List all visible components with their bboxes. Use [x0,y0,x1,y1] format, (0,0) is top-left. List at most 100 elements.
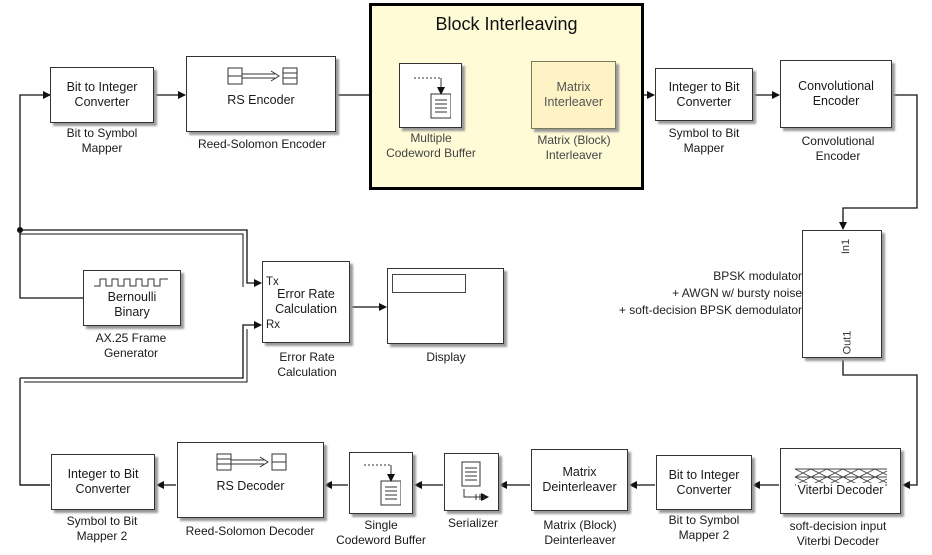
block-label: Converter [74,95,130,109]
block-label: RS Encoder [227,92,295,107]
convolutional-encoder-caption: Convolutional Encoder [802,134,875,164]
rs-encoder-icon [227,67,298,85]
integer-to-bit-block[interactable]: Integer to Bit Converter [655,68,753,121]
viterbi-caption: soft-decision input Viterbi Decoder [790,519,887,549]
ax25-caption: AX.25 Frame Generator [96,331,167,361]
block-label: Error Rate [277,287,335,301]
block-label: Integer to Bit [67,467,139,481]
caption-line: Bit to Symbol [66,126,138,140]
block-label: Encoder [812,94,860,108]
caption-line: Deinterleaver [544,533,616,547]
bit-to-integer-block[interactable]: Bit to Integer Converter [50,67,154,123]
block-label: RS Decoder [216,478,285,493]
serializer-caption: Serializer [447,516,499,530]
block-label: Convolutional [798,79,874,93]
single-buffer-caption: Single Codeword Buffer [336,518,426,548]
serializer-block[interactable] [444,453,499,511]
caption-line: Interleaver [545,148,603,162]
port-rx-label: Rx [266,319,281,331]
caption-line: Symbol to Bit [668,126,740,140]
description-line: + soft-decision BPSK demodulator [618,303,802,317]
block-label: Bit to Integer [66,80,138,94]
matrix-interleaver-block[interactable]: Matrix Interleaver [531,61,616,129]
description-line: BPSK modulator [713,269,802,283]
wire [24,329,248,383]
caption-line: Mapper [81,141,123,155]
wire [20,321,262,379]
caption-line: Mapper 2 [76,529,128,543]
wire [842,360,918,489]
block-label: Bernoulli [107,290,157,304]
caption-line: Codeword Buffer [386,146,476,160]
matrix-interleaver-caption: Matrix (Block) Interleaver [537,133,610,163]
block-label: Matrix [562,465,597,479]
caption-line: Bit to Symbol [668,513,740,527]
block-label: Bit to Integer [668,467,740,482]
buffer-icon [413,77,451,118]
pulse-train-icon [94,278,168,287]
wire [839,94,918,230]
wire [19,378,50,486]
block-label: Matrix [556,80,591,94]
block-label: Binary [114,305,150,319]
integer-to-bit-2-block[interactable]: Integer to Bit Converter [51,454,155,510]
block-label: Calculation [275,302,337,316]
caption-line: Mapper 2 [678,528,730,542]
block-label: Interleaver [543,95,604,109]
bernoulli-binary-block[interactable]: Bernoulli Binary [83,270,181,326]
caption-line: Symbol to Bit [66,514,138,528]
block-label: Converter [676,94,732,109]
block-label: Converter [676,482,732,497]
symbol-to-bit-caption: Symbol to Bit Mapper [669,126,740,156]
block-label: Converter [75,482,131,496]
port-tx-label: Tx [266,276,279,288]
caption-line: Error Rate [279,350,335,364]
single-codeword-buffer-block[interactable] [349,452,413,514]
block-label: Integer to Bit [668,79,740,94]
caption-line: Calculation [277,365,337,379]
caption-line: Convolutional [801,134,875,148]
multiple-codeword-buffer-block[interactable] [399,63,462,128]
wire [20,229,262,287]
caption-line: Mapper [683,141,725,155]
caption-line: Generator [103,346,159,360]
display-block[interactable] [387,268,504,344]
description-line: + AWGN w/ bursty noise [672,286,802,300]
branch-point [17,227,23,233]
reed-solomon-encoder-caption: Reed-Solomon Encoder [197,137,327,151]
rs-decoder-icon [216,453,287,471]
multiple-buffer-caption: Multiple Codeword Buffer [386,131,476,161]
subsystem-description: BPSK modulator + AWGN w/ bursty noise + … [588,268,802,319]
buffer-icon [364,464,401,506]
serializer-icon [461,461,489,501]
bit-to-integer-2-block[interactable]: Bit to Integer Converter [656,455,752,510]
caption-line: soft-decision input [789,519,887,533]
group-title: Block Interleaving [435,14,578,34]
rs-decoder-block[interactable]: RS Decoder [177,442,324,518]
caption-line: Matrix (Block) [537,133,611,147]
caption-line: Viterbi Decoder [796,534,880,548]
display-caption: Display [426,350,466,364]
caption-line: Single [364,518,398,532]
matrix-deinterleaver-block[interactable]: Matrix Deinterleaver [531,449,628,511]
display-readout [392,274,466,293]
caption-line: AX.25 Frame [95,331,167,345]
convolutional-encoder-block[interactable]: Convolutional Encoder [780,60,892,128]
block-label: Deinterleaver [542,480,617,494]
port-in1-label: In1 [840,238,853,255]
caption-line: Codeword Buffer [336,533,426,547]
rs-encoder-block[interactable]: RS Encoder [186,56,336,132]
error-rate-calculation-block[interactable]: Tx Rx Error Rate Calculation [262,261,350,343]
reed-solomon-decoder-caption: Reed-Solomon Decoder [185,524,315,538]
channel-subsystem-block[interactable]: In1 Out1 [802,230,882,358]
bit-to-symbol-caption: Bit to Symbol Mapper [67,126,138,156]
viterbi-decoder-block[interactable]: Viterbi Decoder [780,448,901,514]
block-label: Viterbi Decoder [795,482,886,498]
symbol-to-bit-2-caption: Symbol to Bit Mapper 2 [67,514,138,544]
matrix-deinterleaver-caption: Matrix (Block) Deinterleaver [543,518,616,548]
wire [19,91,83,299]
error-rate-caption: Error Rate Calculation [277,350,336,380]
bit-to-symbol-2-caption: Bit to Symbol Mapper 2 [669,513,740,543]
caption-line: Multiple [410,131,452,145]
